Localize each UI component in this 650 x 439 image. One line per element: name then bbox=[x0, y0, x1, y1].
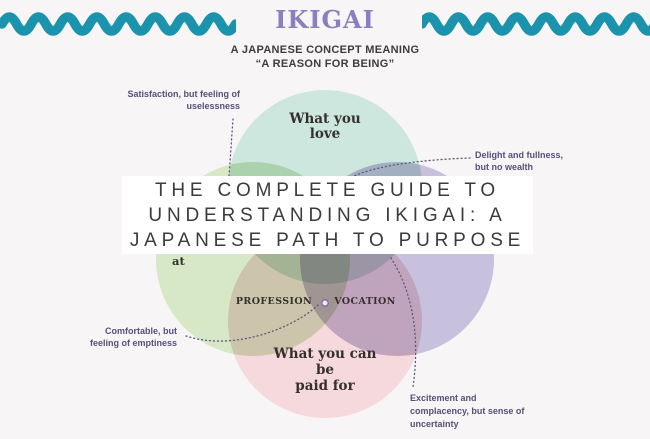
note-delight: Delight and fullness, but no wealth bbox=[475, 150, 564, 172]
dotted-connector-satisfaction bbox=[228, 118, 234, 177]
dotted-connector-excitement bbox=[390, 257, 417, 388]
subtitle-line-2: “A REASON FOR BEING” bbox=[255, 58, 395, 70]
label-vocation: VOCATION bbox=[334, 296, 396, 307]
note-satisfaction: Satisfaction, but feeling of uselessness bbox=[127, 89, 240, 111]
label-what-you-can-be-paid-for: What you can be paid for bbox=[273, 346, 377, 394]
label-good-at-fragment: at bbox=[172, 254, 185, 268]
overlay-title-line-2: UNDERSTANDING IKIGAI: A bbox=[148, 204, 507, 226]
wave-icon-right bbox=[422, 12, 650, 36]
label-what-you-love: What you love bbox=[289, 111, 361, 142]
overlay-title-banner: THE COMPLETE GUIDE TO UNDERSTANDING IKIG… bbox=[122, 176, 533, 254]
dotted-connector-comfortable bbox=[185, 304, 319, 342]
wave-icon-left bbox=[0, 12, 236, 36]
note-comfortable: Comfortable, but feeling of emptiness bbox=[89, 326, 177, 348]
dotted-connector-delight bbox=[351, 157, 471, 178]
overlay-title-line-3: JAPANESE PATH TO PURPOSE bbox=[129, 229, 526, 251]
label-profession: PROFESSION bbox=[235, 296, 313, 307]
page-title: IKIGAI bbox=[275, 5, 375, 34]
center-ring-marker bbox=[321, 299, 329, 307]
overlay-title-line-1: THE COMPLETE GUIDE TO bbox=[154, 179, 501, 201]
circle-what-you-can-be-paid-for bbox=[228, 224, 422, 418]
subtitle-line-1: A JAPANESE CONCEPT MEANING bbox=[230, 44, 420, 56]
note-excitement: Excitement and complacency, but sense of… bbox=[410, 393, 525, 429]
